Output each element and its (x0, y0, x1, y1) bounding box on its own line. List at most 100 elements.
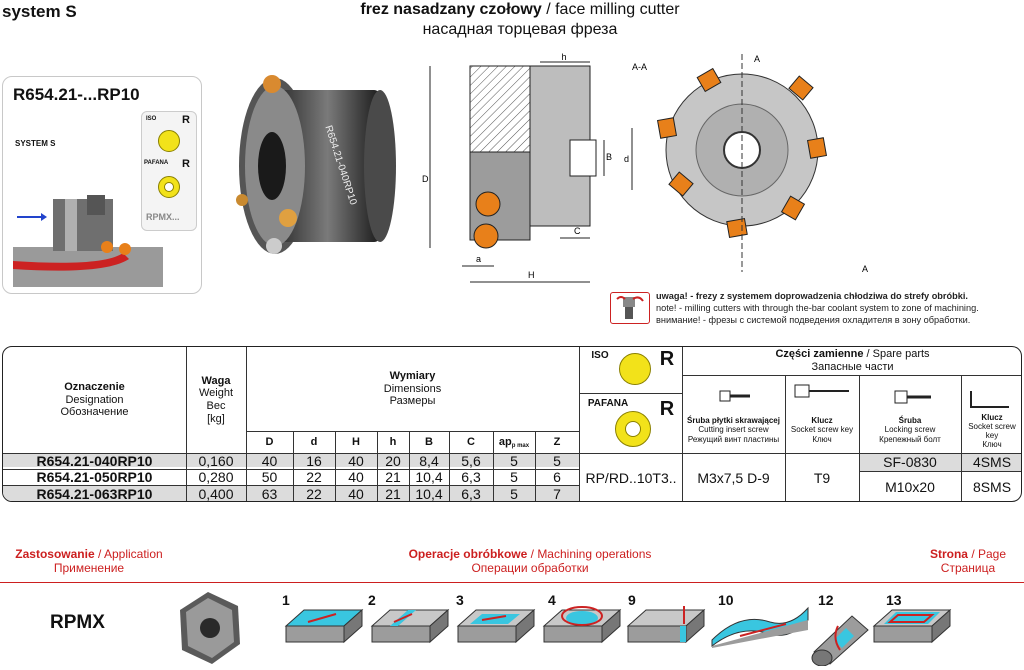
section-drawing: h A-A B d D C a H (422, 52, 647, 283)
dims-ru: Размеры (389, 395, 436, 408)
designation-en: Designation (65, 393, 124, 406)
hdr-D: D (265, 435, 274, 448)
specs-table: Oznaczenie Designation Обозначение Waga … (2, 346, 1022, 502)
hdr-C: C (467, 435, 475, 448)
front-view-drawing: A A (656, 54, 868, 274)
op-icon-4 (542, 606, 622, 644)
warning-ru: внимание! - фрезы с системой подведения … (656, 315, 971, 325)
row-ap: 5 (510, 485, 518, 502)
iso-insert-icon (158, 130, 180, 152)
application-insert: RPMX (50, 612, 105, 633)
locking-screw-icon (894, 390, 931, 404)
op-icon-1 (284, 608, 364, 644)
hex-key-icon (970, 391, 1009, 408)
weight-en: Weight (198, 387, 234, 400)
row-Z: 5 (553, 452, 561, 469)
pafana-insert-icon (158, 176, 180, 198)
page-pl: Strona (929, 547, 968, 561)
page-sep: / (967, 547, 978, 561)
row-Z: 7 (553, 485, 561, 502)
row-code: R654.21-063RP10 (36, 485, 153, 502)
tbl-pafana-grade: R (659, 397, 675, 420)
ops-pl: Operacje obróbkowe (408, 547, 528, 561)
op-number-12: 12 (818, 592, 834, 608)
hdr-d: d (310, 435, 318, 448)
row-code: R654.21-050RP10 (36, 468, 153, 485)
row-B: 8,4 (419, 452, 439, 469)
title-en: face milling cutter (555, 1, 680, 18)
insert-photo (180, 592, 240, 664)
section-divider (0, 582, 1024, 583)
page-en: Page (978, 547, 1007, 561)
insert-type: RPMX... (146, 212, 180, 222)
dim-h: h (561, 52, 566, 62)
dim-C: C (574, 226, 581, 236)
warning-pl: uwaga! - frezy z systemem doprowadzenia … (656, 291, 968, 301)
weight-unit: [kg] (207, 412, 225, 425)
coolant-warning-icon (610, 292, 650, 324)
op-number-3: 3 (456, 592, 464, 608)
screw-value-a: SF-0830 (883, 453, 937, 470)
op-number-2: 2 (368, 592, 376, 608)
hdr-Z: Z (553, 435, 561, 448)
dim-D: D (422, 174, 429, 184)
weight-ru: Вес (206, 400, 226, 412)
spare-1-ru: Режущий винт пластины (687, 434, 780, 444)
row-d: 22 (306, 485, 322, 502)
row-D: 63 (261, 485, 278, 502)
row-d: 22 (306, 468, 322, 485)
row-B: 10,4 (415, 468, 443, 485)
iso-grade: R (182, 114, 190, 126)
col-weight: Waga Weight Вес [kg] (186, 347, 246, 453)
row-B: 10,4 (415, 485, 443, 502)
row-h: 21 (385, 468, 401, 485)
page-ru: Страница (940, 561, 996, 575)
row-C: 5,6 (461, 452, 481, 469)
coolant-warning: uwaga! - frezy z systemem doprowadzenia … (656, 290, 1024, 326)
dims-en: Dimensions (383, 382, 442, 395)
spare-col-2: Klucz Socket screw key Ключ (785, 409, 859, 451)
warning-en: note! - milling cutters with through the… (656, 303, 979, 313)
spare-2-ru: Ключ (812, 434, 832, 444)
tbl-pafana-label: PAFANA (587, 398, 629, 410)
dim-d: d (624, 154, 629, 164)
op-number-4: 4 (548, 592, 556, 608)
dim-a: a (476, 254, 481, 264)
operations-heading: Operacje obróbkowe / Machining operation… (360, 547, 700, 575)
page-title: frez nasadzany czołowy / face milling cu… (240, 0, 800, 40)
hdr-ap-main: ap (498, 435, 512, 448)
application-pl: Zastosowanie (15, 547, 95, 561)
row-H: 40 (348, 485, 364, 502)
pafana-grade: R (182, 158, 190, 170)
spare-3-pl: Śruba (898, 416, 922, 426)
row-H: 40 (348, 452, 364, 469)
spare-pl: Części zamienne (775, 348, 864, 361)
op-number-13: 13 (886, 592, 902, 608)
page-heading: Strona / Page Страница (916, 547, 1020, 575)
hdr-H: H (352, 435, 360, 448)
key-value: T9 (813, 469, 831, 486)
col-dimensions: Wymiary Dimensions Размеры (246, 347, 579, 431)
row-h: 21 (385, 485, 401, 502)
ops-ru: Операции обработки (471, 561, 589, 575)
spare-ru: Запасные части (811, 361, 894, 373)
row-h: 20 (385, 452, 401, 469)
insert-grade-box: ISO R PAFANA R RPMX... (141, 111, 197, 231)
spare-col-1: Śruba płytki skrawającej Cutting insert … (682, 409, 785, 451)
title-pl: frez nasadzany czołowy (360, 1, 542, 18)
dims-pl: Wymiary (389, 370, 436, 383)
designation-ru: Обозначение (60, 406, 129, 419)
cutter-photo: R654.21-040RP10 (236, 75, 396, 254)
socket-key-icon (794, 384, 849, 398)
op-number-10: 10 (718, 592, 734, 608)
spare-4-pl: Klucz (981, 412, 1003, 422)
row-weight: 0,400 (198, 485, 234, 502)
key2-value-b: 8SMS (972, 478, 1012, 495)
spare-1-en: Cutting insert screw (698, 425, 769, 435)
application-en: Application (103, 547, 163, 561)
spare-parts-header: Części zamienne / Spare parts Запасные ч… (682, 347, 1021, 375)
insert-screw-icon (719, 390, 750, 402)
row-code: R654.21-040RP10 (36, 452, 153, 469)
row-ap: 5 (510, 468, 518, 485)
